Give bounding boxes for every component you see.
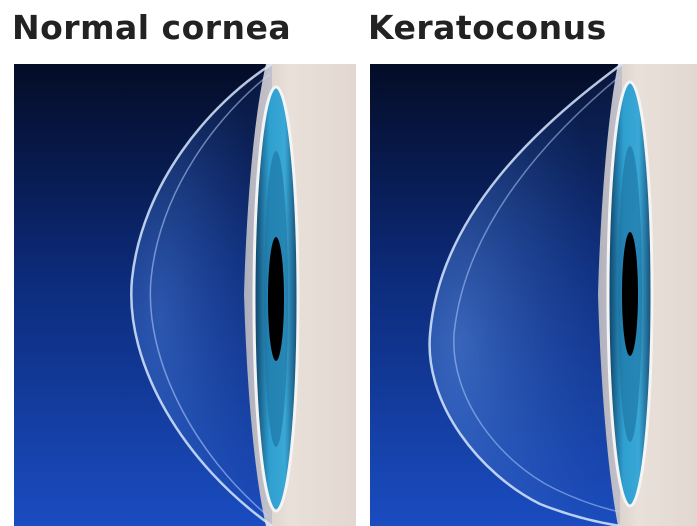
keratoconus-illustration xyxy=(370,64,697,526)
normal-cornea-illustration xyxy=(14,64,356,526)
keratoconus-label: Keratoconus xyxy=(368,8,607,48)
normal-cornea-svg xyxy=(14,64,356,526)
pupil xyxy=(268,237,284,361)
normal-cornea-label: Normal cornea xyxy=(12,8,291,48)
pupil xyxy=(622,232,638,356)
keratoconus-svg xyxy=(370,64,697,526)
